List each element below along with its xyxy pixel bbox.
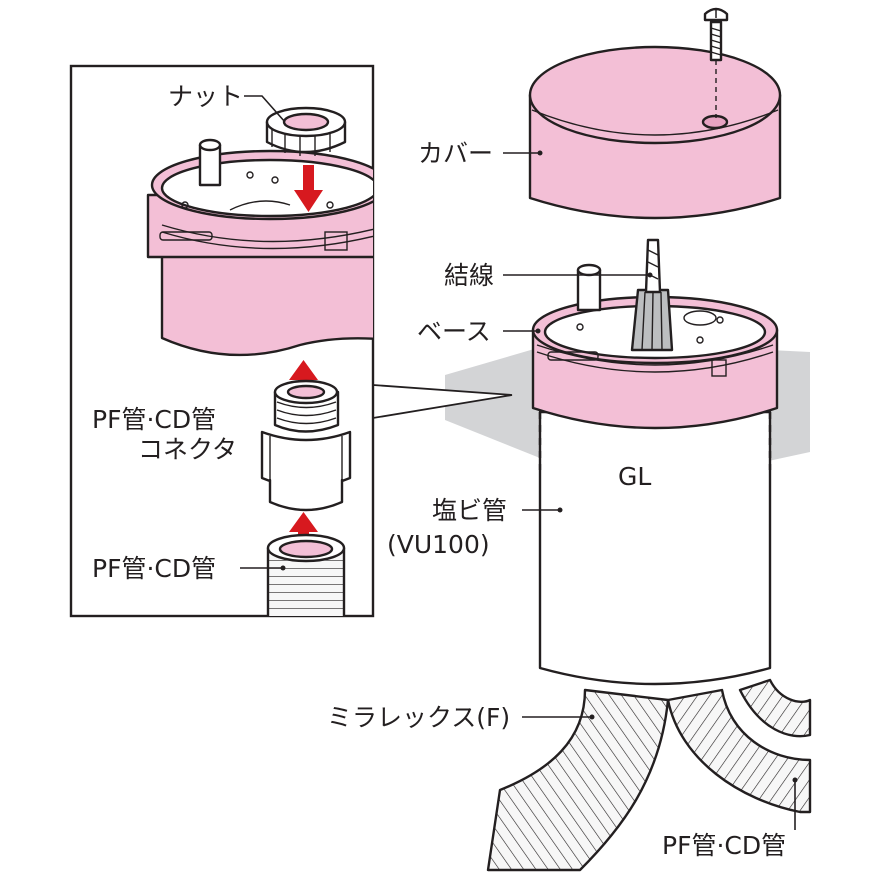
label-connector-line2: コネクタ [138, 435, 237, 464]
label-gl: GL [618, 462, 651, 491]
pf-cd-pipe-bottom-hoses [666, 678, 812, 814]
nut [265, 106, 347, 156]
cover [528, 45, 782, 220]
label-nut: ナット [168, 82, 243, 111]
arrow-nut-down [294, 165, 323, 212]
wire-bundle [630, 238, 674, 352]
arrow-pipe-up [289, 512, 318, 552]
miralex-hose [486, 688, 670, 872]
pf-cd-pipe-inset [266, 533, 346, 616]
label-base: ベース [417, 317, 491, 346]
pvc-pipe [538, 410, 772, 686]
label-pvc-pipe-line2: (VU100) [387, 530, 490, 559]
label-connector-line1: PF管·CD管 [92, 405, 216, 434]
label-pf-cd-pipe-bottom: PF管·CD管 [662, 831, 786, 860]
label-pvc-pipe-line1: 塩ビ管 [432, 496, 507, 525]
label-cover: カバー [418, 139, 493, 168]
label-wire: 結線 [444, 261, 494, 290]
pf-cd-connector [260, 379, 352, 512]
inset-base [146, 138, 373, 357]
screw [703, 7, 729, 118]
label-pf-cd-pipe-inset: PF管·CD管 [92, 554, 216, 583]
label-miralex: ミラレックス(F) [327, 703, 510, 732]
leader-lines [240, 95, 798, 830]
